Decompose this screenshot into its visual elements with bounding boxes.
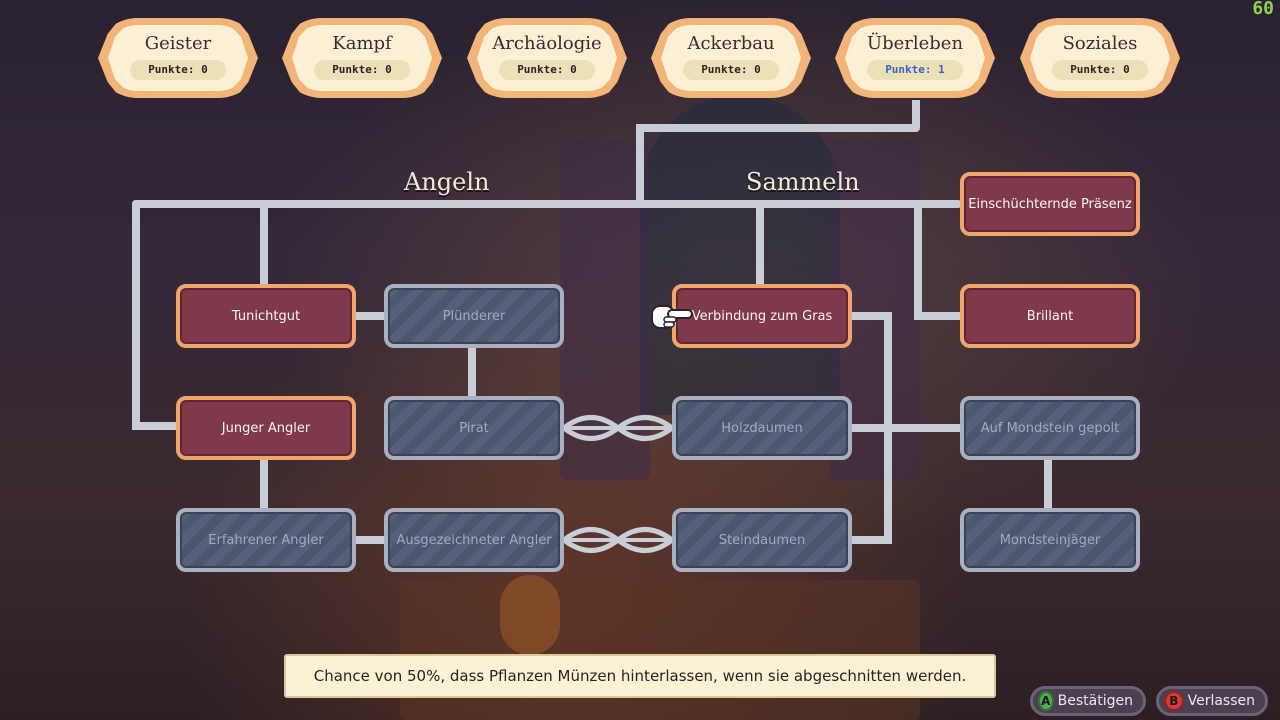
skill-label: Erfahrener Angler bbox=[208, 532, 324, 548]
confirm-button[interactable]: A Bestätigen bbox=[1030, 686, 1146, 716]
category-soziales[interactable]: Soziales Punkte: 0 bbox=[1020, 18, 1180, 98]
background-lantern bbox=[500, 575, 560, 655]
skill-holzdaumen[interactable]: Holzdaumen bbox=[672, 396, 852, 460]
connector-line bbox=[912, 100, 920, 130]
connector-line bbox=[132, 200, 140, 430]
skill-label: Ausgezeichneter Angler bbox=[396, 532, 552, 548]
category-geister[interactable]: Geister Punkte: 0 bbox=[98, 18, 258, 98]
background-table bbox=[400, 580, 920, 720]
skill-auf-mondstein-gepolt[interactable]: Auf Mondstein gepolt bbox=[960, 396, 1140, 460]
tooltip-text: Chance von 50%, dass Pflanzen Münzen hin… bbox=[313, 667, 967, 685]
skill-steindaumen[interactable]: Steindaumen bbox=[672, 508, 852, 572]
connector-line bbox=[352, 312, 388, 320]
skill-mondsteinjaeger[interactable]: Mondsteinjäger bbox=[960, 508, 1140, 572]
skill-tunichtgut[interactable]: Tunichtgut bbox=[176, 284, 356, 348]
skill-ausgezeichneter-angler[interactable]: Ausgezeichneter Angler bbox=[384, 508, 564, 572]
a-button-icon: A bbox=[1038, 691, 1054, 711]
section-title-angeln: Angeln bbox=[404, 168, 490, 196]
category-archaeologie[interactable]: Archäologie Punkte: 0 bbox=[467, 18, 627, 98]
badge-inner bbox=[108, 25, 248, 91]
skill-einschuechternde-praesenz[interactable]: Einschüchternde Präsenz bbox=[960, 172, 1140, 236]
connector-line bbox=[636, 124, 644, 208]
skill-label: Mondsteinjäger bbox=[999, 532, 1101, 548]
skill-label: Junger Angler bbox=[221, 420, 311, 436]
badge-inner bbox=[661, 25, 801, 91]
skill-erfahrener-angler[interactable]: Erfahrener Angler bbox=[176, 508, 356, 572]
connector-line bbox=[636, 124, 920, 132]
badge-inner bbox=[292, 25, 432, 91]
category-name: Ackerbau bbox=[687, 33, 775, 54]
category-points: Punkte: 0 bbox=[499, 60, 595, 80]
confirm-label: Bestätigen bbox=[1057, 693, 1133, 709]
connector-line bbox=[260, 200, 268, 286]
section-title-sammeln: Sammeln bbox=[746, 168, 860, 196]
category-points: Punkte: 0 bbox=[130, 60, 226, 80]
connector-line bbox=[756, 200, 764, 286]
skill-junger-angler[interactable]: Junger Angler bbox=[176, 396, 356, 460]
fps-counter: 60 bbox=[1252, 0, 1274, 19]
connector-line bbox=[260, 456, 268, 508]
category-name: Archäologie bbox=[492, 33, 602, 54]
skill-label: Holzdaumen bbox=[721, 420, 803, 436]
connector-line bbox=[468, 344, 476, 396]
category-points: Punkte: 1 bbox=[867, 60, 963, 80]
pointing-hand-icon bbox=[651, 305, 693, 329]
leave-button[interactable]: B Verlassen bbox=[1156, 686, 1268, 716]
badge-inner bbox=[477, 25, 617, 91]
category-name: Überleben bbox=[866, 33, 964, 54]
chain-link-bottom bbox=[564, 527, 672, 553]
skill-label: Verbindung zum Gras bbox=[691, 308, 833, 324]
connector-line bbox=[132, 422, 180, 430]
connector-line bbox=[914, 312, 964, 320]
skill-verbindung-zum-gras[interactable]: Verbindung zum Gras bbox=[672, 284, 852, 348]
chain-link-top bbox=[564, 415, 672, 441]
category-name: Kampf bbox=[332, 33, 392, 54]
skill-label: Brillant bbox=[1026, 308, 1074, 324]
skill-label: Pirat bbox=[459, 420, 489, 436]
skill-pirat[interactable]: Pirat bbox=[384, 396, 564, 460]
skill-label: Steindaumen bbox=[718, 532, 806, 548]
skill-description-tooltip: Chance von 50%, dass Pflanzen Münzen hin… bbox=[284, 654, 996, 698]
skill-label: Auf Mondstein gepolt bbox=[980, 420, 1120, 436]
leave-label: Verlassen bbox=[1187, 693, 1255, 709]
connector-line bbox=[352, 536, 388, 544]
connector-line bbox=[848, 312, 892, 320]
skill-label: Tunichtgut bbox=[231, 308, 301, 324]
background-window bbox=[640, 95, 840, 415]
connector-line bbox=[914, 200, 922, 320]
connector-line bbox=[848, 536, 892, 544]
skill-label: Plünderer bbox=[442, 308, 506, 324]
connector-line bbox=[132, 200, 962, 208]
skill-label: Einschüchternde Präsenz bbox=[968, 196, 1132, 212]
category-kampf[interactable]: Kampf Punkte: 0 bbox=[282, 18, 442, 98]
category-ackerbau[interactable]: Ackerbau Punkte: 0 bbox=[651, 18, 811, 98]
skill-pluenderer[interactable]: Plünderer bbox=[384, 284, 564, 348]
category-points: Punkte: 0 bbox=[683, 60, 779, 80]
category-name: Geister bbox=[144, 33, 212, 54]
category-name: Soziales bbox=[1062, 33, 1138, 54]
connector-line bbox=[848, 424, 964, 432]
category-points: Punkte: 0 bbox=[1052, 60, 1148, 80]
skill-brillant[interactable]: Brillant bbox=[960, 284, 1140, 348]
badge-inner bbox=[1030, 25, 1170, 91]
b-button-icon: B bbox=[1164, 691, 1184, 711]
category-ueberleben[interactable]: Überleben Punkte: 1 bbox=[835, 18, 995, 98]
badge-inner bbox=[845, 25, 985, 91]
connector-line bbox=[1044, 456, 1052, 508]
category-points: Punkte: 0 bbox=[314, 60, 410, 80]
